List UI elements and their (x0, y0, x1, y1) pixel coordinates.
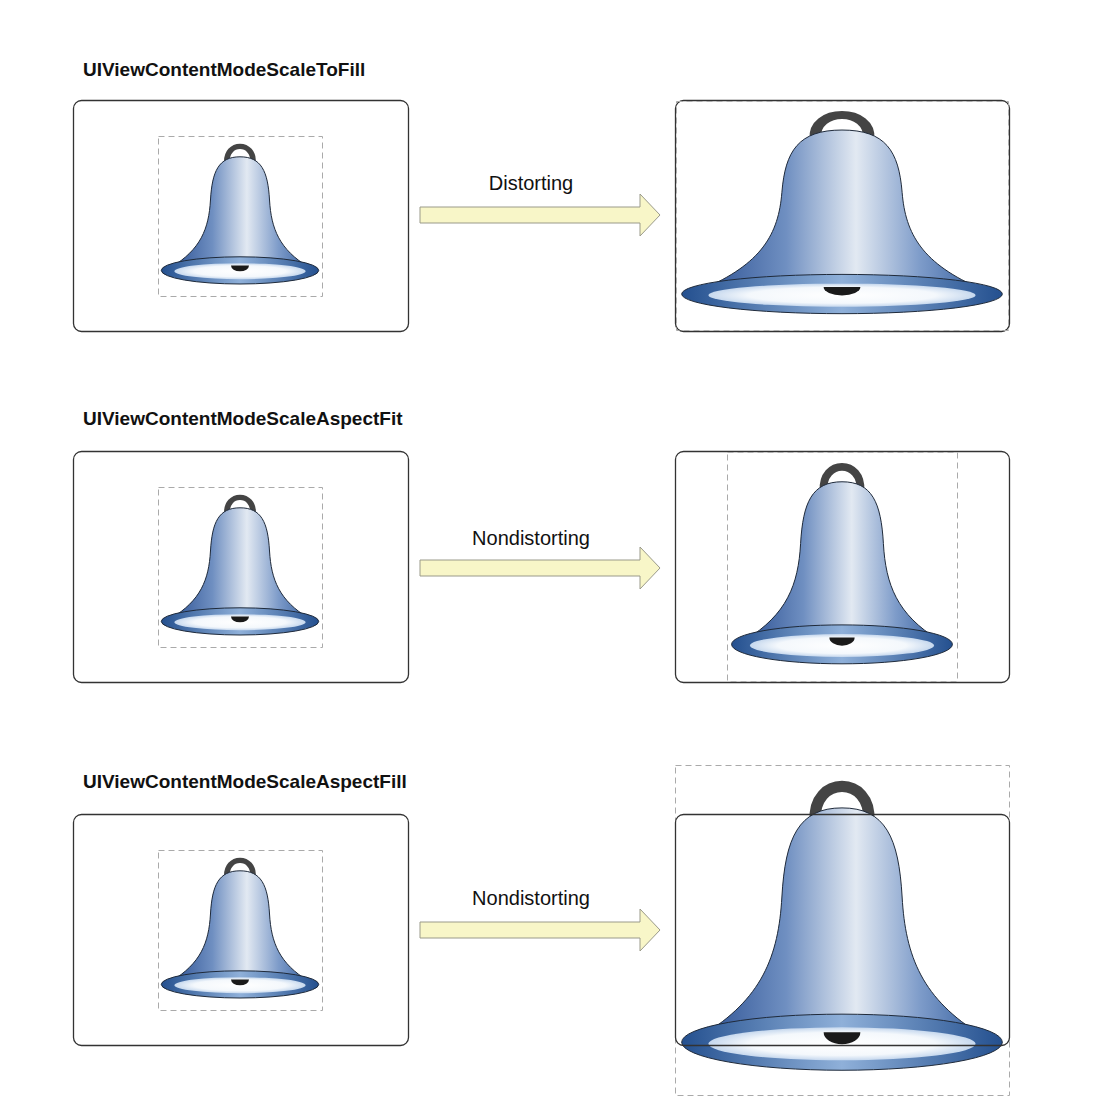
arrow-label: Nondistorting (421, 527, 641, 550)
image-bounds (159, 137, 323, 297)
bell-image (161, 860, 318, 998)
view-box (74, 101, 409, 332)
view-box (676, 815, 1010, 1046)
image-bounds (676, 766, 1010, 1096)
bell-image (682, 786, 1003, 1070)
transform-arrow (420, 547, 660, 589)
bell-image (161, 497, 318, 635)
arrow-label: Nondistorting (421, 887, 641, 910)
transform-arrow (420, 194, 660, 236)
image-bounds (159, 488, 323, 648)
image-bounds (159, 851, 323, 1011)
mode-title: UIViewContentModeScaleAspectFill (83, 771, 563, 793)
view-box (676, 452, 1010, 683)
view-box (676, 101, 1010, 332)
bell-image (682, 115, 1003, 314)
mode-title: UIViewContentModeScaleAspectFit (83, 408, 563, 430)
view-box (74, 815, 409, 1046)
image-bounds (677, 102, 1009, 331)
view-box (74, 452, 409, 683)
bell-image (732, 467, 953, 664)
bell-image (161, 146, 318, 284)
image-bounds (728, 453, 958, 682)
mode-title: UIViewContentModeScaleToFill (83, 59, 563, 81)
transform-arrow (420, 909, 660, 951)
arrow-label: Distorting (421, 172, 641, 195)
